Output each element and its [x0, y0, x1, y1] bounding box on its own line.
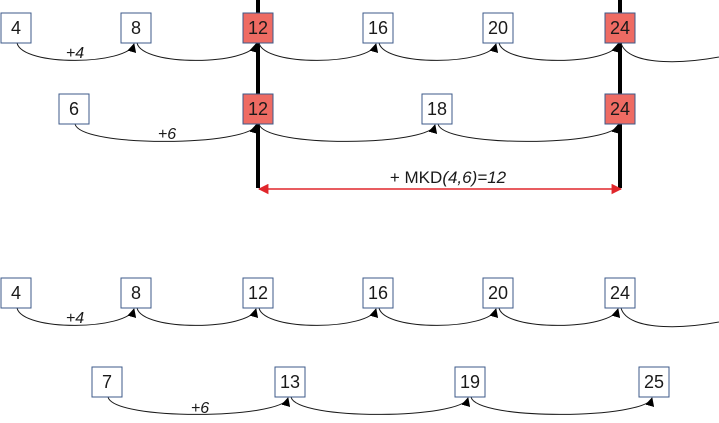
top-row-b-number-box: 12	[242, 93, 274, 125]
bottom-row-a-number-box: 4	[0, 277, 32, 309]
bottom-row-b-number-label: 25	[644, 372, 664, 392]
bottom-row-b-number-box: 7	[91, 366, 123, 398]
top-row-a-number-label: 12	[248, 18, 268, 38]
top-row-b-number-box-frame	[421, 93, 453, 125]
bottom-row-a-number-box-frame	[482, 277, 514, 309]
bottom-row-b-number-label: 7	[102, 372, 112, 392]
top-row-a-number-label: 24	[610, 18, 630, 38]
top-row-a-step-arc-continuation	[620, 42, 719, 63]
bottom-row-a-number-box: 16	[362, 277, 394, 309]
bottom-row-b-step-label: +6	[191, 400, 209, 417]
top-row-a-number-label: 16	[368, 18, 388, 38]
top-row-a-number-box-highlight	[242, 12, 274, 44]
bottom-row-b-number-label: 13	[280, 372, 300, 392]
bottom-row-a-number-box: 8	[120, 277, 152, 309]
bottom-row-b-number-box-frame	[274, 366, 306, 398]
top-row-b-number-box: 18	[421, 93, 453, 125]
top-row-a-number-box-frame	[0, 12, 32, 44]
number-boxes: 4 8 12 16 20 24 6 12 18 24 4 8 12 16 20 24 7 13 19 25	[0, 12, 670, 398]
top-row-a-number-box: 16	[362, 12, 394, 44]
top-row-b-step-label: +6	[158, 126, 176, 143]
lcm-span-label-prefix: + MKD	[390, 168, 442, 187]
bottom-row-a-step-arc	[258, 307, 379, 326]
top-row-a-number-label: 4	[11, 18, 21, 38]
bottom-row-a-step-label: +4	[66, 310, 84, 327]
step-arcs	[16, 42, 719, 415]
bottom-row-a-number-label: 12	[248, 283, 268, 303]
bottom-row-a-number-label: 4	[11, 283, 21, 303]
bottom-row-a-number-box-frame	[0, 277, 32, 309]
bottom-row-b-step-arc	[107, 396, 291, 415]
bottom-row-a-number-label: 20	[488, 283, 508, 303]
top-row-a-step-arc	[16, 42, 137, 61]
bottom-row-a-number-box-frame	[242, 277, 274, 309]
top-row-a-step-arc	[378, 42, 499, 61]
bottom-row-a-number-box-frame	[120, 277, 152, 309]
top-row-a-number-box: 20	[482, 12, 514, 44]
top-row-a-number-box: 8	[120, 12, 152, 44]
top-row-b-number-label: 18	[427, 99, 447, 119]
top-row-a-number-box: 12	[242, 12, 274, 44]
top-row-b-number-box-highlight	[242, 93, 274, 125]
bottom-row-a-number-box: 24	[604, 277, 636, 309]
bottom-row-a-number-box-frame	[362, 277, 394, 309]
top-row-b-step-arc	[437, 123, 621, 142]
bottom-row-a-number-box: 20	[482, 277, 514, 309]
top-row-a-step-label: +4	[66, 45, 84, 62]
bottom-row-b-number-box-frame	[454, 366, 486, 398]
bottom-row-a-number-label: 24	[610, 283, 630, 303]
top-row-b-number-box: 24	[604, 93, 636, 125]
bottom-row-b-number-box-frame	[91, 366, 123, 398]
top-row-b-number-box-highlight	[604, 93, 636, 125]
bottom-row-a-step-arc	[498, 307, 621, 326]
top-row-b-number-box-frame	[58, 93, 90, 125]
bottom-row-b-number-box: 13	[274, 366, 306, 398]
top-row-a-number-box-frame	[482, 12, 514, 44]
top-row-a-step-arc	[258, 42, 379, 61]
top-row-a-number-label: 8	[131, 18, 141, 38]
bottom-row-b-number-label: 19	[460, 372, 480, 392]
top-row-a-number-box-highlight	[604, 12, 636, 44]
top-row-a-step-arc	[136, 42, 259, 61]
lcm-span-label: + MKD(4,6)=12	[390, 168, 507, 187]
top-row-a-number-box: 24	[604, 12, 636, 44]
top-row-b-step-arc	[258, 123, 438, 142]
bottom-row-a-number-label: 8	[131, 283, 141, 303]
bottom-row-b-step-arc	[290, 396, 471, 415]
top-row-a-number-box-frame	[120, 12, 152, 44]
bottom-row-b-step-arc	[470, 396, 655, 415]
top-row-b-number-box: 6	[58, 93, 90, 125]
bottom-row-b-number-box-frame	[638, 366, 670, 398]
top-row-a-number-box: 4	[0, 12, 32, 44]
top-row-b-number-label: 6	[69, 99, 79, 119]
top-row-b-step-arc	[74, 123, 259, 142]
bottom-row-a-step-arc	[136, 307, 259, 326]
top-row-b-number-label: 12	[248, 99, 268, 119]
bottom-row-b-number-box: 25	[638, 366, 670, 398]
bottom-row-a-number-box-frame	[604, 277, 636, 309]
bottom-row-a-step-arc	[16, 307, 137, 326]
top-row-a-number-box-frame	[362, 12, 394, 44]
bottom-row-a-step-arc	[378, 307, 499, 326]
bottom-row-a-number-box: 12	[242, 277, 274, 309]
bottom-row-b-number-box: 19	[454, 366, 486, 398]
top-row-b-number-label: 24	[610, 99, 630, 119]
bottom-row-a-number-label: 16	[368, 283, 388, 303]
lcm-span-label-args: (4,6)=12	[442, 168, 506, 187]
bottom-row-a-step-arc-continuation	[620, 307, 719, 328]
top-row-a-number-label: 20	[488, 18, 508, 38]
top-row-a-step-arc	[498, 42, 621, 61]
